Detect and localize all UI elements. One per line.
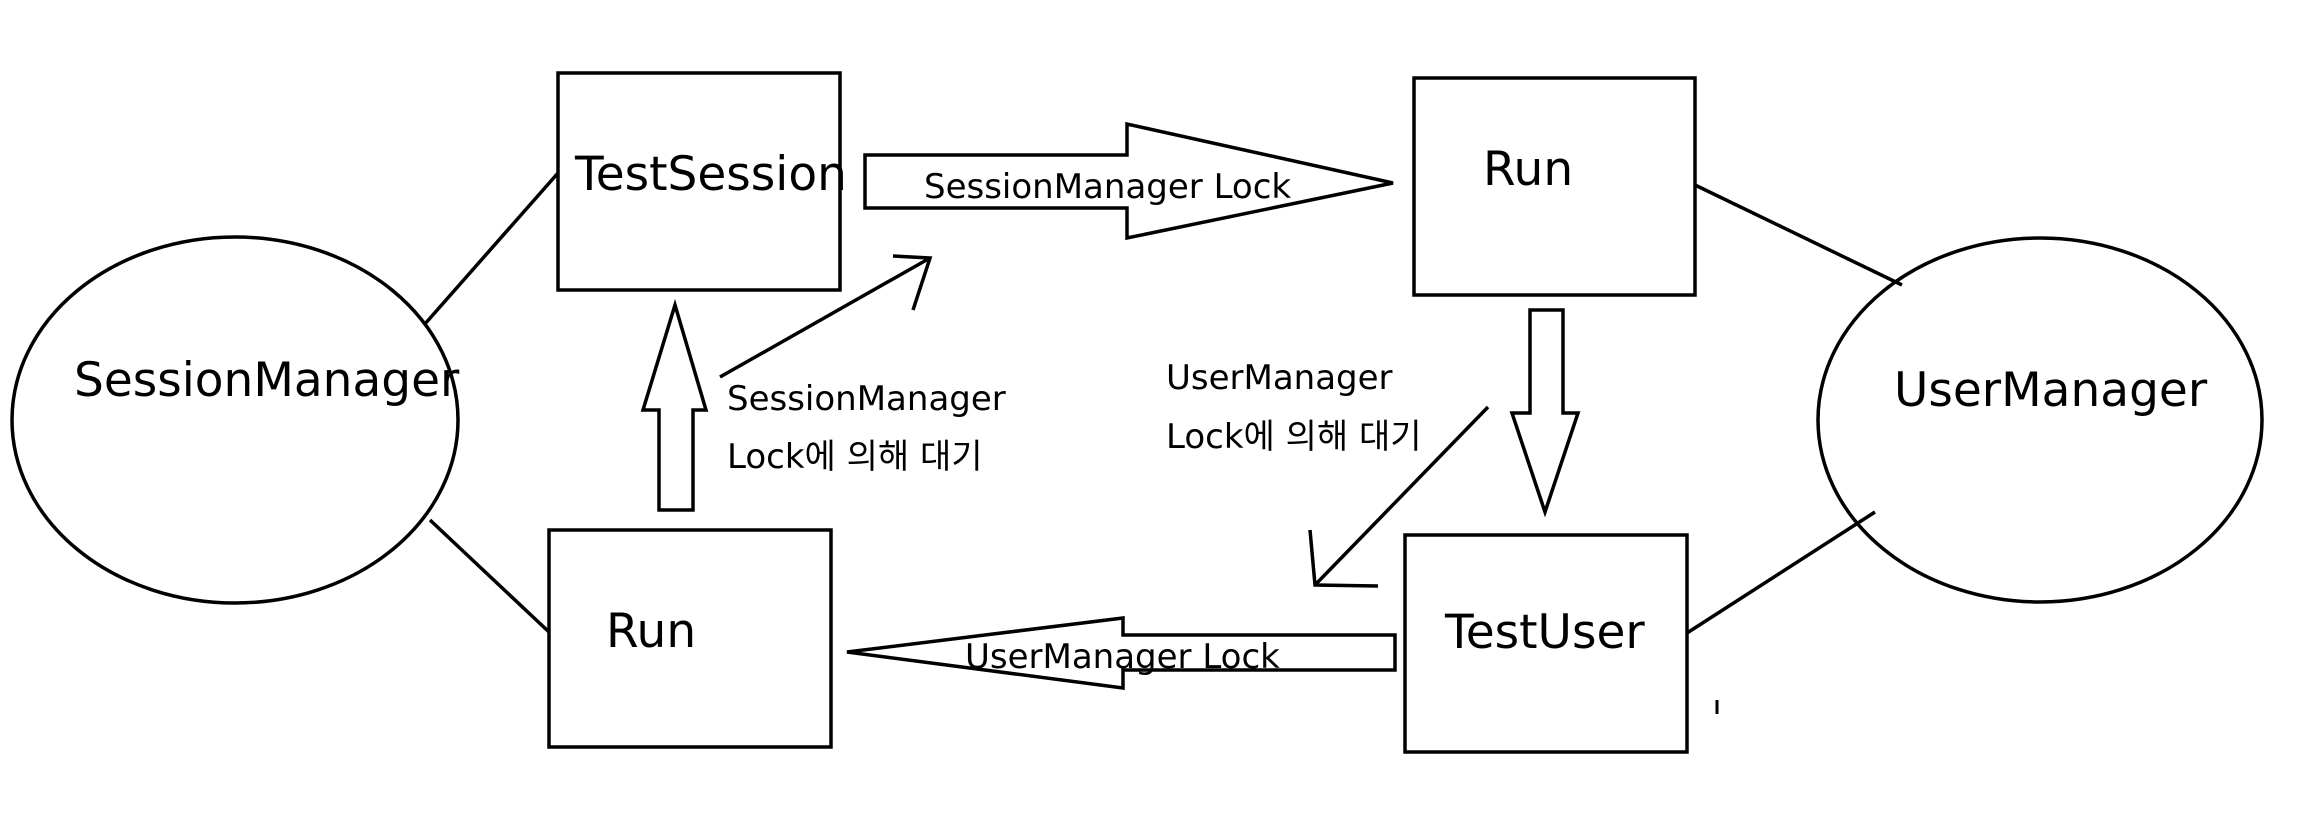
down-arrow <box>1509 308 1581 518</box>
user-wait-note-line2: Lock에 의해 대기 <box>1166 417 1422 457</box>
test-session-label: TestSession <box>575 147 847 202</box>
run-top-label: Run <box>1483 142 1574 197</box>
user-manager-label: UserManager <box>1894 363 2208 418</box>
session-lock-arrow <box>863 121 1394 241</box>
session-wait-arrow-head <box>892 254 933 311</box>
user-lock-label: UserManager Lock <box>965 637 1280 677</box>
up-arrow <box>640 298 709 512</box>
connector-testuser-usermanager <box>1686 510 1876 635</box>
session-wait-note-line1: SessionManager <box>727 379 1006 419</box>
connector-sessionmanager-testsession <box>422 171 560 327</box>
user-lock-arrow <box>846 616 1397 690</box>
connector-run-usermanager <box>1694 183 1903 287</box>
test-user-label: TestUser <box>1445 605 1645 660</box>
user-manager-ellipse <box>1816 236 2264 604</box>
run-bottom-box <box>547 528 833 749</box>
user-wait-arrow <box>1313 405 1490 587</box>
session-lock-label: SessionManager Lock <box>924 167 1292 207</box>
user-wait-note-line1: UserManager <box>1166 358 1393 398</box>
test-user-box <box>1403 533 1689 754</box>
test-session-box <box>556 71 842 292</box>
session-manager-ellipse <box>10 235 460 605</box>
session-manager-label: SessionManager <box>74 353 460 408</box>
connector-sessionmanager-run <box>428 518 551 634</box>
user-wait-arrow-head <box>1308 529 1379 588</box>
session-wait-note-line2: Lock에 의해 대기 <box>727 437 983 477</box>
session-wait-arrow <box>719 256 931 379</box>
run-bottom-label: Run <box>606 604 697 659</box>
